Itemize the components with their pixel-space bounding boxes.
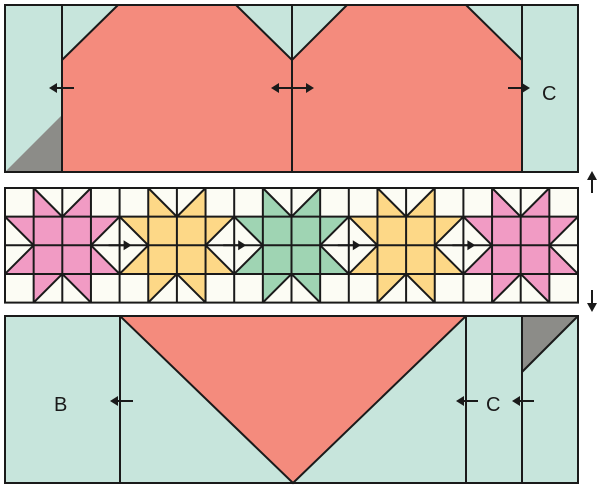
star-row — [5, 188, 578, 303]
top-left-heart-lobe — [62, 5, 292, 172]
top-section: C — [5, 5, 578, 172]
label-bottom-b: B — [54, 394, 67, 416]
press-arrow-up-icon — [587, 171, 597, 193]
top-right-heart-lobe — [292, 5, 522, 172]
bottom-section: B C — [5, 316, 578, 483]
label-bottom-c: C — [486, 394, 500, 416]
press-arrow-down-icon — [587, 290, 597, 312]
label-top-c: C — [542, 83, 556, 105]
